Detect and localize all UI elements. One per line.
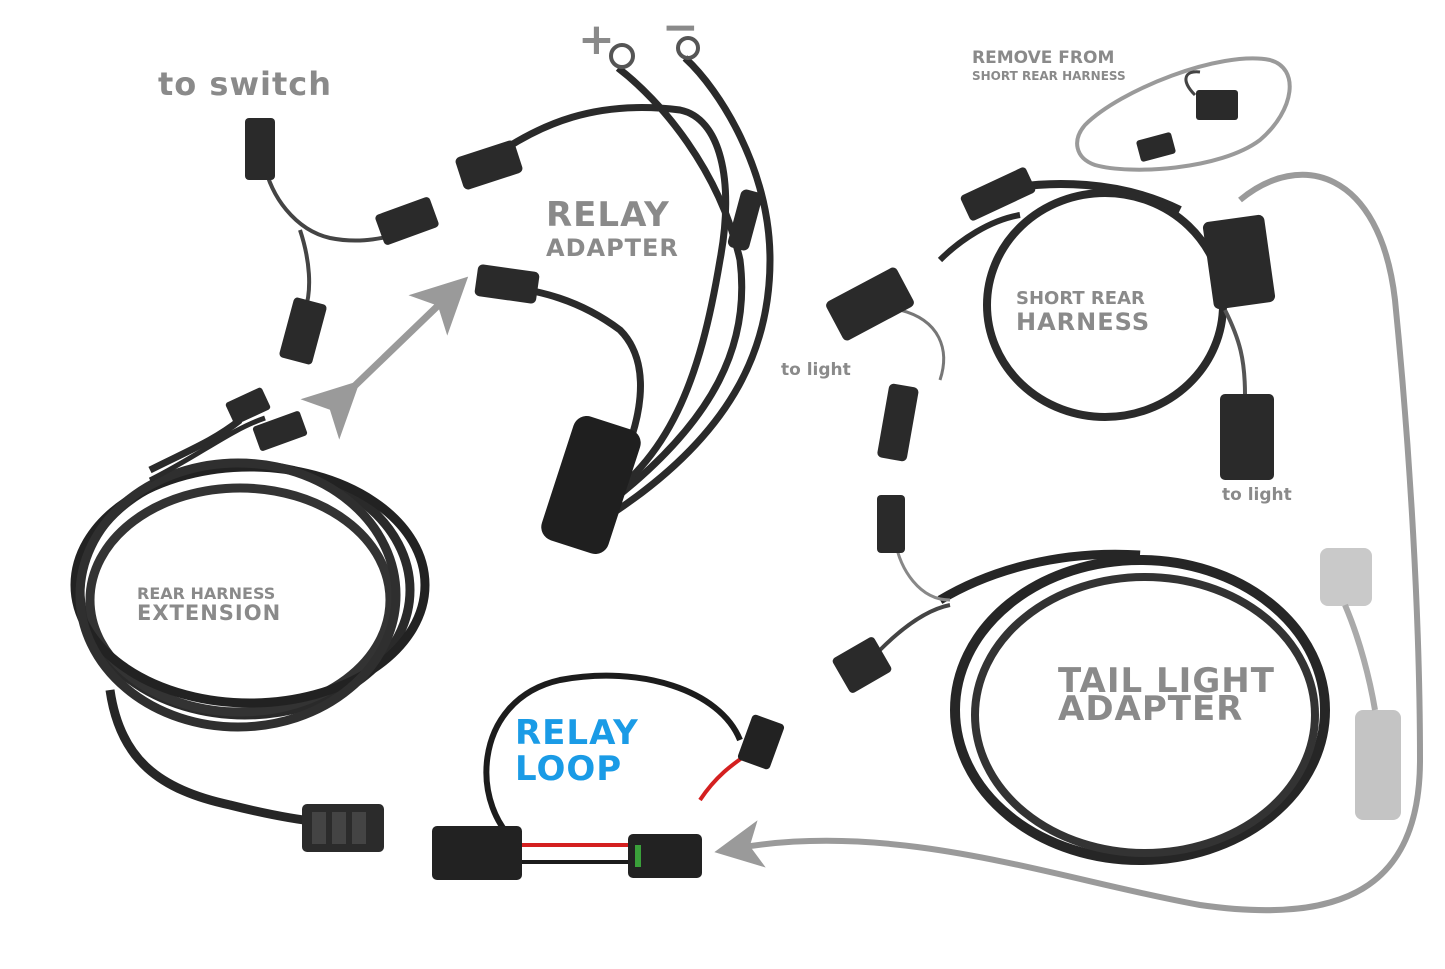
rear-harness-extension (70, 415, 430, 827)
tail-light-adapter (878, 539, 1330, 865)
to-switch-label: to switch (158, 65, 333, 103)
remove-from-label-line1: REMOVE FROM (972, 48, 1115, 68)
relay-adapter-connectors (455, 140, 540, 304)
rear-ext-label-line1: REAR HARNESS (137, 584, 276, 603)
relay-body (541, 416, 641, 554)
tail-light-label-line1: TAIL LIGHT (1058, 661, 1275, 701)
short-rear-connectors (826, 167, 1276, 480)
relay-loop-label-line2: LOOP (515, 749, 623, 789)
remove-loop (1075, 56, 1292, 172)
relay-adapter-label-line1: RELAY (546, 195, 670, 235)
relay-adapter-label-line2: ADAPTER (546, 234, 679, 262)
short-rear-label-line2: HARNESS (1016, 308, 1151, 336)
remove-from-label-line2: SHORT REAR HARNESS (972, 69, 1126, 83)
short-rear-label-line1: SHORT REAR (1016, 288, 1145, 309)
plus-label: + (578, 14, 615, 65)
rear-ext-small-connectors (225, 387, 308, 451)
rear-ext-connector (302, 804, 384, 852)
tail-light-label-line2: ADAPTER (1058, 689, 1244, 729)
to-light-left-label: to light (781, 360, 851, 380)
rear-ext-label-line2: EXTENSION (137, 601, 282, 625)
relay-loop-connectors (432, 714, 785, 880)
relay-loop-label-line1: RELAY (515, 713, 639, 753)
ring-terminal-icon (609, 36, 700, 69)
tail-light-connectors (832, 495, 1401, 820)
to-light-right-label: to light (1222, 485, 1292, 505)
two-way-arrow-icon (300, 276, 469, 440)
minus-label: − (662, 2, 699, 53)
return-arrow-icon (714, 171, 1424, 914)
